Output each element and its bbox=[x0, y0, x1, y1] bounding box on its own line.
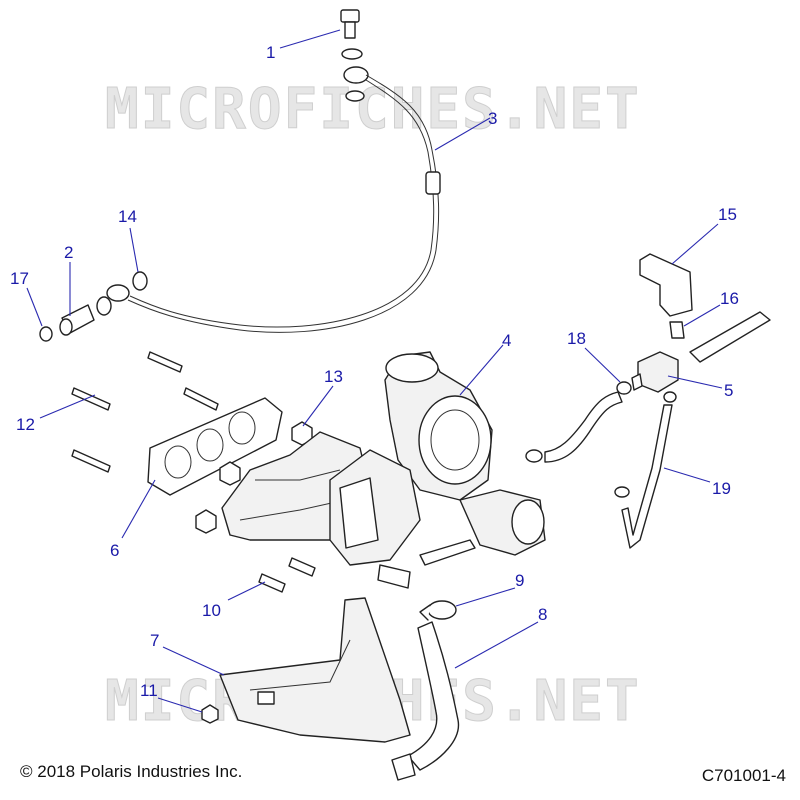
leader-3 bbox=[434, 117, 491, 151]
callout-11: 11 bbox=[140, 681, 158, 700]
diagram-code: C701001-4 bbox=[701, 766, 786, 785]
hose-cap bbox=[614, 486, 630, 498]
leader-17 bbox=[26, 287, 43, 327]
callout-19: 19 bbox=[712, 479, 731, 498]
leader-10 bbox=[227, 581, 266, 601]
part-7-heat-shield bbox=[219, 597, 411, 743]
part-3-oil-line bbox=[106, 66, 441, 333]
callout-1: 1 bbox=[266, 43, 275, 62]
manifold-nut bbox=[219, 461, 241, 486]
part-18-clamp bbox=[616, 381, 632, 395]
callout-4: 4 bbox=[502, 331, 511, 350]
callout-12: 12 bbox=[16, 415, 35, 434]
part-9-clamp bbox=[419, 600, 457, 621]
leader-12 bbox=[39, 394, 96, 419]
part-6-gasket bbox=[147, 397, 283, 496]
callout-8: 8 bbox=[538, 605, 547, 624]
leader-4 bbox=[459, 344, 504, 396]
part-15-bracket bbox=[639, 253, 693, 317]
leader-19 bbox=[663, 467, 711, 483]
callout-18: 18 bbox=[567, 329, 586, 348]
callout-14: 14 bbox=[118, 207, 137, 226]
part-19-hose bbox=[621, 404, 673, 549]
callout-6: 6 bbox=[110, 541, 119, 560]
part-5-solenoid-valve bbox=[631, 351, 679, 403]
callout-3: 3 bbox=[488, 109, 497, 128]
callout-7: 7 bbox=[150, 631, 159, 650]
callout-17: 17 bbox=[10, 269, 29, 288]
vacuum-hose-upper bbox=[689, 311, 771, 363]
callout-5: 5 bbox=[724, 381, 733, 400]
part-12-studs bbox=[71, 351, 219, 473]
callout-13: 13 bbox=[324, 367, 343, 386]
part-2-fitting bbox=[59, 296, 112, 336]
callout-9: 9 bbox=[515, 571, 524, 590]
callout-2: 2 bbox=[64, 243, 73, 262]
leader-15 bbox=[671, 223, 719, 265]
part-11-nut bbox=[201, 704, 219, 724]
part-10-bolts bbox=[258, 557, 316, 593]
part-17-washer bbox=[39, 326, 53, 342]
vacuum-hose-left bbox=[544, 391, 623, 463]
leader-13 bbox=[302, 385, 334, 427]
manifold-nut-lower bbox=[195, 509, 217, 534]
leader-7 bbox=[162, 646, 225, 676]
part-14-washer bbox=[132, 271, 148, 291]
leader-11 bbox=[157, 697, 203, 713]
part-1-banjo-bolt bbox=[340, 9, 365, 102]
watermark-top: MICROFICHES.NET bbox=[105, 77, 641, 142]
part-4-turbocharger bbox=[329, 351, 546, 589]
leader-9 bbox=[455, 587, 516, 607]
copyright-text: © 2018 Polaris Industries Inc. bbox=[20, 762, 243, 781]
leader-6 bbox=[121, 479, 156, 539]
part-16-bolt bbox=[669, 321, 685, 339]
leader-14 bbox=[129, 227, 139, 273]
leader-16 bbox=[683, 304, 721, 327]
leader-5 bbox=[667, 375, 723, 389]
leader-8 bbox=[454, 621, 539, 669]
callout-16: 16 bbox=[720, 289, 739, 308]
leader-1 bbox=[279, 29, 341, 49]
hose-clamp-left bbox=[525, 449, 543, 463]
part-8-hose bbox=[391, 621, 460, 781]
callout-10: 10 bbox=[202, 601, 221, 620]
callout-15: 15 bbox=[718, 205, 737, 224]
leader-18 bbox=[584, 347, 621, 383]
